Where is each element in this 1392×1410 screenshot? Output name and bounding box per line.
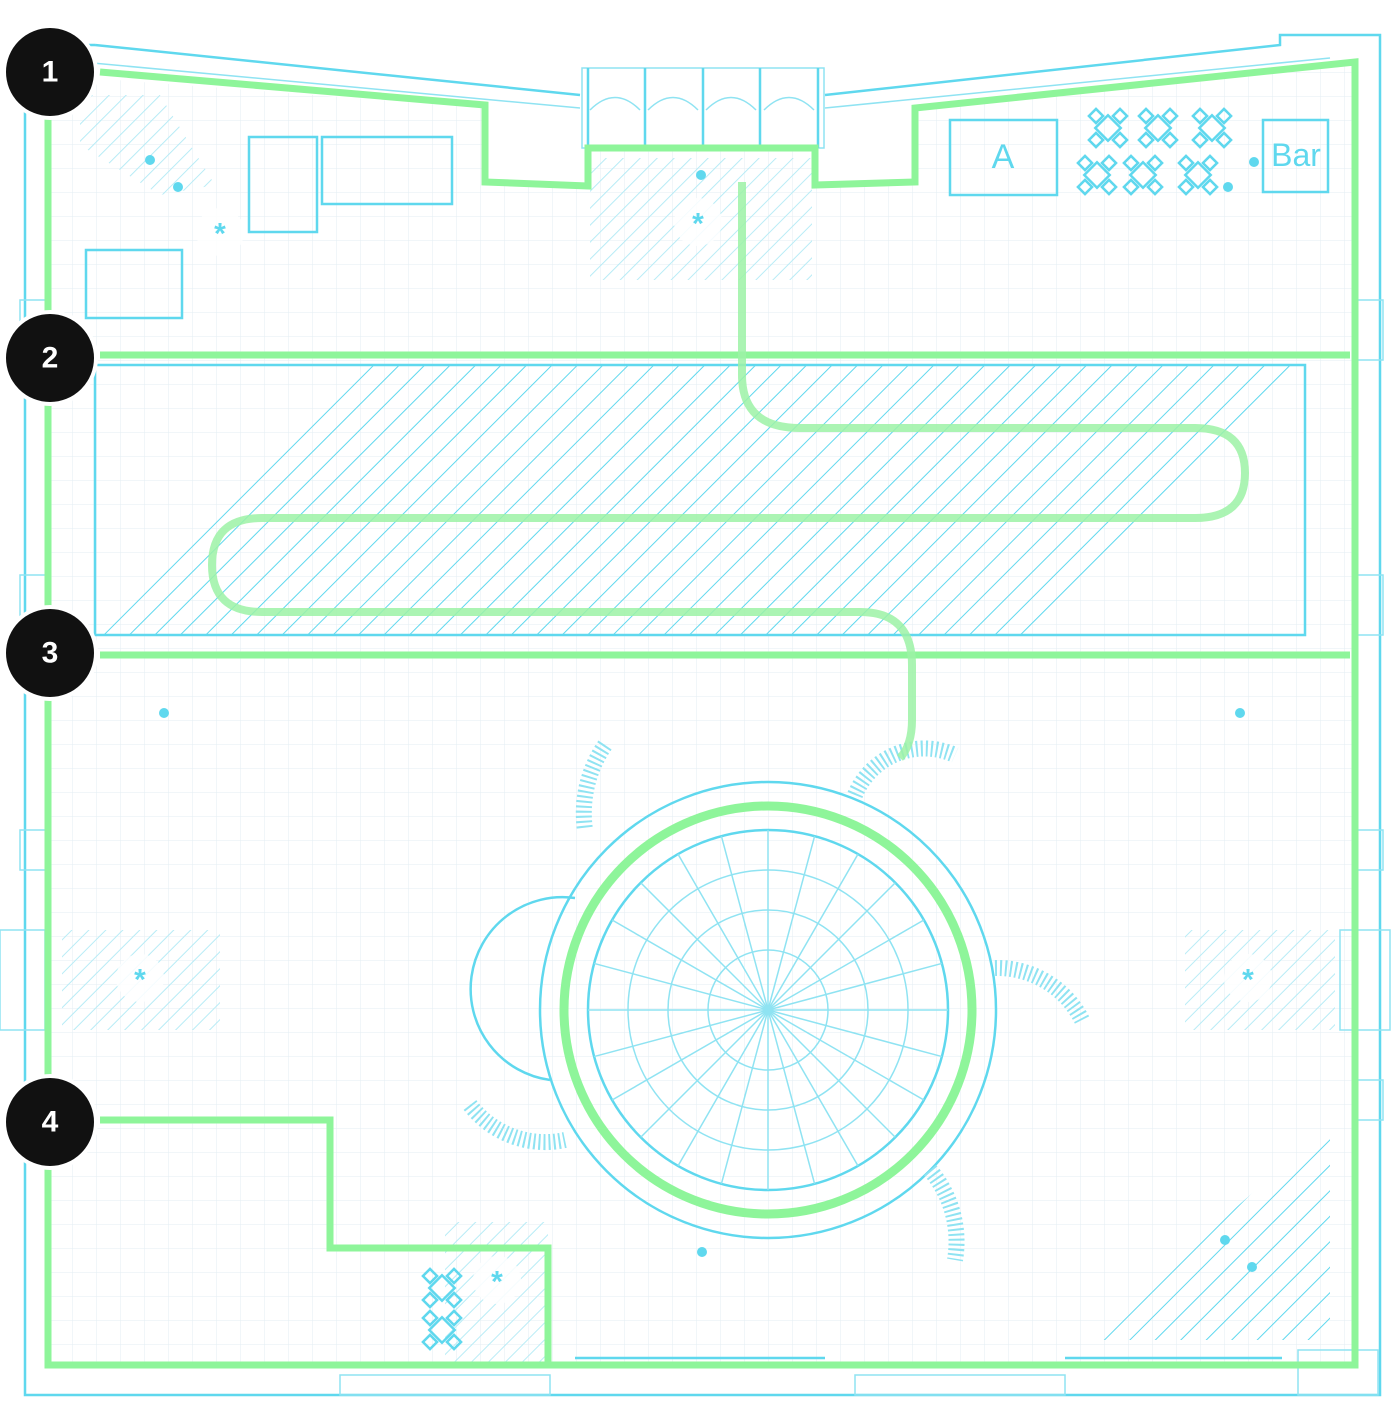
- hatched-zone-2: [95, 365, 1295, 635]
- radial-line: [677, 853, 769, 1011]
- radial-line: [767, 1009, 816, 1185]
- zone-marker-1: 1: [2, 24, 98, 120]
- furniture-box: [247, 135, 319, 234]
- table-cluster: [1177, 154, 1219, 196]
- radial-line: [720, 835, 769, 1011]
- svg-text:2: 2: [42, 342, 59, 375]
- svg-text:*: *: [692, 208, 704, 241]
- radial-line: [640, 1009, 769, 1138]
- svg-text:3: 3: [42, 637, 59, 670]
- zone-2-outline: [93, 363, 1307, 637]
- window-seating: [581, 67, 825, 149]
- green-routes: [44, 58, 1359, 1369]
- radial-line: [593, 962, 769, 1011]
- light-dots: [145, 155, 1259, 1272]
- zone-marker-2: 2: [2, 310, 98, 406]
- radial-line: [767, 1009, 859, 1167]
- corner-hatch: [80, 95, 215, 195]
- table-cluster: [421, 1309, 463, 1351]
- area-a-label: A: [992, 138, 1015, 176]
- table-cluster: [1076, 154, 1118, 196]
- radial-line: [767, 853, 859, 1011]
- outer-walls: [0, 33, 1391, 1397]
- central-round-room: [463, 740, 1090, 1262]
- radial-line: [767, 1009, 943, 1058]
- table-cluster: [1122, 154, 1164, 196]
- radial-line: [611, 919, 769, 1011]
- radial-line: [720, 1009, 769, 1185]
- feature-markers: * * * * *: [116, 198, 1272, 1304]
- table-cluster: [1191, 107, 1233, 149]
- table-cluster: [421, 1267, 463, 1309]
- radial-line: [611, 1009, 769, 1101]
- zone-marker-4: 4: [2, 1074, 98, 1170]
- zone-marker-3: 3: [2, 605, 98, 701]
- radial-line: [767, 835, 816, 1011]
- radial-line: [767, 919, 925, 1011]
- furniture-box: [320, 135, 454, 206]
- table-cluster: [1087, 107, 1129, 149]
- svg-text:4: 4: [42, 1106, 59, 1139]
- corner-stairs-hatch: [1085, 1125, 1330, 1340]
- radial-line: [677, 1009, 769, 1167]
- radial-line: [767, 962, 943, 1011]
- svg-text:*: *: [1242, 964, 1254, 997]
- radial-line: [593, 1009, 769, 1058]
- svg-text:*: *: [134, 964, 146, 997]
- radial-line: [767, 1009, 925, 1101]
- bar-label: Bar: [1271, 137, 1321, 173]
- svg-text:*: *: [214, 218, 226, 251]
- table-clusters: [421, 107, 1233, 1351]
- radial-line: [640, 882, 769, 1011]
- bar-box: [1261, 118, 1330, 194]
- svg-text:*: *: [491, 1266, 503, 1299]
- table-cluster: [1137, 107, 1179, 149]
- radial-line: [767, 1009, 896, 1138]
- svg-text:1: 1: [42, 56, 59, 89]
- area-a-box: [948, 118, 1059, 197]
- radial-line: [767, 882, 896, 1011]
- furniture-box: [84, 248, 184, 320]
